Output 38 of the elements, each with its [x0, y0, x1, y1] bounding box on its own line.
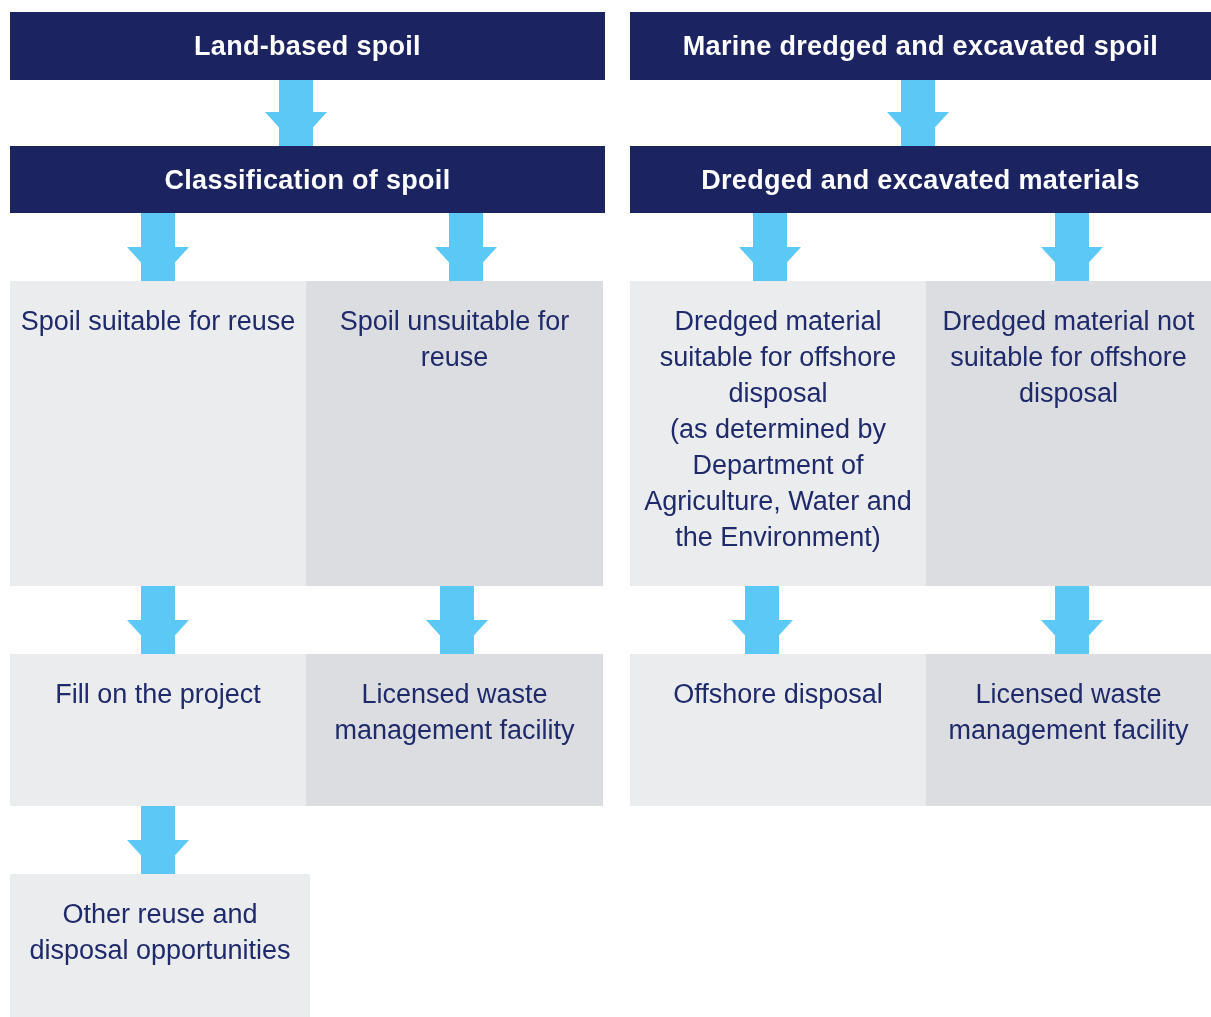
box-text: Fill on the project: [55, 678, 261, 711]
process-box: [10, 281, 306, 586]
block-arrow: [731, 586, 793, 654]
box-text: Dredged material not suitable for offshore disposal: [941, 305, 1196, 410]
box-text: Spoil suitable for reuse: [20, 305, 296, 338]
block-arrow: [435, 213, 497, 281]
box-text: Licensed waste management facility: [333, 678, 576, 747]
process-box: [306, 654, 603, 806]
block-arrow: [887, 80, 949, 146]
process-box: [630, 654, 926, 806]
process-box: [630, 281, 926, 586]
process-box: [306, 281, 603, 586]
box-text: Offshore disposal: [673, 678, 883, 711]
block-arrow: [1041, 586, 1103, 654]
process-box: [926, 281, 1211, 586]
block-arrow: [265, 80, 327, 146]
block-arrow: [127, 806, 189, 874]
box-text: Dredged material suitable for offshore disposal: [658, 305, 898, 410]
header-text: Classification of spoil: [164, 163, 451, 197]
block-arrow: [426, 586, 488, 654]
header-box: [10, 146, 605, 213]
box-text: Spoil unsuitable for reuse: [338, 305, 571, 374]
box-text: Other reuse and disposal opportunities: [28, 898, 292, 967]
block-arrow: [127, 586, 189, 654]
header-text: Marine dredged and excavated spoil: [682, 30, 1159, 63]
header-box: [630, 12, 1211, 80]
box-text: (as determined by Department of Agriculture, Water and the Environment): [643, 413, 913, 554]
process-box: [10, 654, 306, 806]
header-text: Dredged and excavated materials: [701, 163, 1140, 197]
header-box: [10, 12, 605, 80]
box-text: Licensed waste management facility: [947, 678, 1190, 747]
header-text: Land-based spoil: [194, 30, 421, 63]
process-box: [926, 654, 1211, 806]
header-box: [630, 146, 1211, 213]
block-arrow: [739, 213, 801, 281]
block-arrow: [127, 213, 189, 281]
block-arrow: [1041, 213, 1103, 281]
process-box: [10, 874, 310, 1017]
